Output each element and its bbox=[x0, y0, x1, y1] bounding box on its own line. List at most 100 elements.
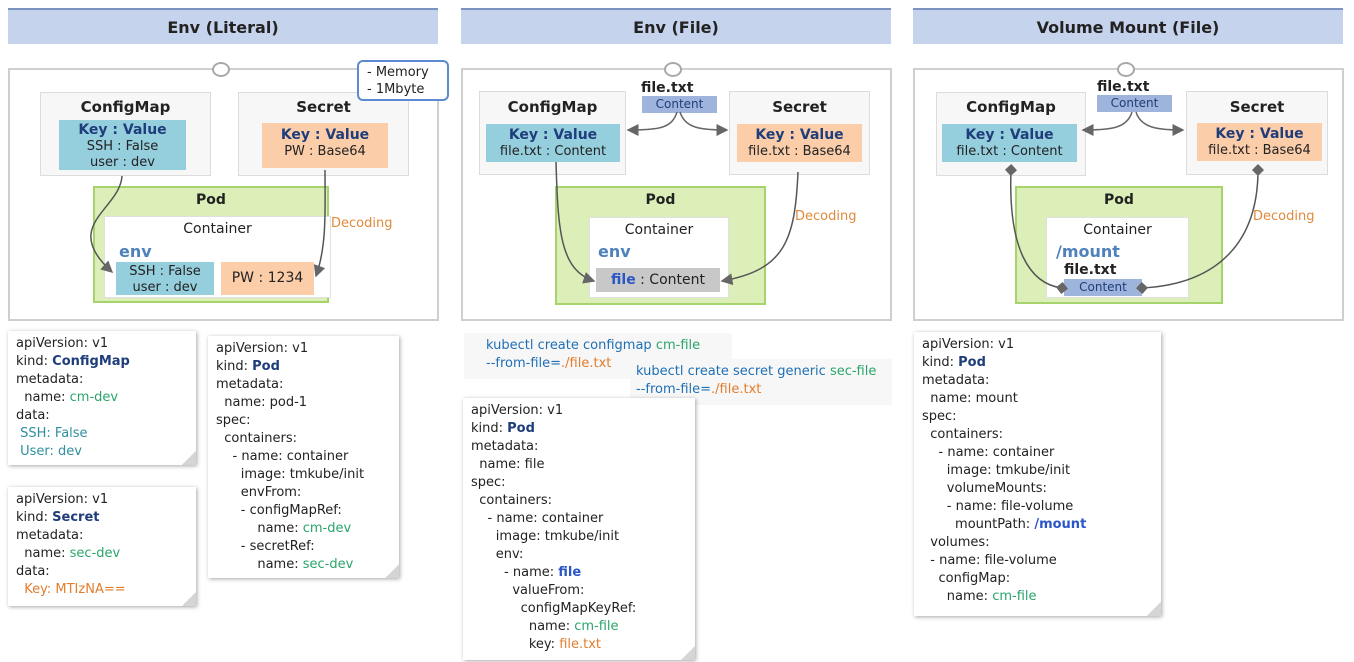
code-token: apiVersion: v1 bbox=[16, 336, 109, 351]
key-value-label: Key : Value bbox=[965, 127, 1054, 143]
configmap-to-env-arrow bbox=[555, 161, 596, 284]
env-label: env bbox=[119, 242, 152, 261]
code-line: name: cm-file bbox=[471, 618, 687, 636]
code-line: Key: MTIzNA== bbox=[16, 581, 188, 599]
code-token: kubectl create secret generic bbox=[636, 364, 830, 379]
code-token: Key: MTIzNA== bbox=[16, 582, 126, 597]
code-token: kind: bbox=[16, 354, 53, 369]
code-token: /mount bbox=[1034, 517, 1087, 532]
file-to-configmap-arrow bbox=[626, 111, 678, 136]
secret-size-callout: - Memory- 1Mbyte bbox=[357, 60, 449, 101]
decoding-label: Decoding bbox=[1253, 209, 1315, 224]
secret-to-mount-line bbox=[1136, 164, 1264, 294]
code-line: valueFrom: bbox=[471, 582, 687, 600]
code-line: image: tmkube/init bbox=[471, 528, 687, 546]
code-token: kubectl create configmap bbox=[486, 338, 656, 353]
secret-to-env-arrow bbox=[720, 171, 799, 286]
code-line: image: tmkube/init bbox=[216, 466, 391, 484]
pod-title: Pod bbox=[645, 192, 676, 208]
file-to-secret-arrow bbox=[679, 111, 729, 136]
container-title: Container bbox=[624, 222, 694, 238]
configmap-line: SSH : False bbox=[86, 139, 159, 154]
code-line: kubectl create secret generic sec-file bbox=[636, 363, 884, 381]
configmap-line: user : dev bbox=[90, 155, 155, 170]
secret-key-values: Key : Value PW : Base64 bbox=[262, 123, 388, 168]
code-token: metadata: bbox=[471, 439, 539, 454]
code-line: - name: file-volume bbox=[922, 552, 1153, 570]
code-line: --from-file=./file.txt bbox=[486, 355, 724, 373]
panel-ring-icon bbox=[1117, 62, 1135, 77]
secret-key-values: Key : Value file.txt : Base64 bbox=[1197, 123, 1322, 161]
code-token: - secretRef: bbox=[216, 539, 315, 554]
code-line: image: tmkube/init bbox=[922, 462, 1153, 480]
code-token: name: pod-1 bbox=[216, 395, 308, 410]
secret-title: Secret bbox=[1229, 98, 1285, 116]
code-token: name: bbox=[16, 390, 70, 405]
code-line: - name: file bbox=[471, 564, 687, 582]
code-token: apiVersion: v1 bbox=[471, 403, 564, 418]
code-line: kind: Secret bbox=[16, 509, 188, 527]
code-token: file bbox=[558, 565, 582, 580]
code-token: volumes: bbox=[922, 535, 990, 550]
code-token: spec: bbox=[922, 409, 957, 424]
code-token: --from-file= bbox=[636, 382, 712, 397]
env-file-key: file bbox=[611, 272, 636, 288]
code-line: key: file.txt bbox=[471, 636, 687, 654]
callout-line: - 1Mbyte bbox=[367, 82, 425, 97]
code-token: --from-file= bbox=[486, 356, 562, 371]
container-title: Container bbox=[1083, 222, 1152, 238]
file-to-configmap-arrow bbox=[1081, 111, 1133, 136]
code-line: - name: container bbox=[216, 448, 391, 466]
code-token: kind: bbox=[471, 421, 508, 436]
code-token: kind: bbox=[16, 510, 53, 525]
container-title: Container bbox=[183, 221, 252, 237]
code-line: configMapKeyRef: bbox=[471, 600, 687, 618]
code-line: containers: bbox=[216, 430, 391, 448]
env-file-value: file : Content bbox=[596, 268, 720, 292]
code-token: metadata: bbox=[16, 372, 84, 387]
configmap-title: ConfigMap bbox=[966, 98, 1056, 116]
code-token: kind: bbox=[216, 359, 253, 374]
code-token: key: bbox=[471, 637, 560, 652]
code-token: metadata: bbox=[16, 528, 84, 543]
code-token: ./file.txt bbox=[711, 382, 762, 397]
secret-command-note: kubectl create secret generic sec-file--… bbox=[630, 359, 892, 405]
code-token: metadata: bbox=[922, 373, 990, 388]
env-line: SSH : False bbox=[129, 264, 201, 279]
code-token: apiVersion: v1 bbox=[922, 337, 1015, 352]
pod-title: Pod bbox=[1104, 192, 1134, 208]
mount-path-label: /mount bbox=[1056, 242, 1120, 261]
code-token: User: dev bbox=[16, 444, 82, 459]
code-line: name: mount bbox=[922, 390, 1153, 408]
code-line: name: sec-dev bbox=[216, 556, 391, 574]
code-token: file.txt bbox=[559, 637, 602, 652]
code-line: --from-file=./file.txt bbox=[636, 381, 884, 399]
code-token: Pod bbox=[507, 421, 535, 436]
configmap-line: file.txt : Content bbox=[499, 144, 607, 159]
code-line: - name: container bbox=[922, 444, 1153, 462]
file-name-label: file.txt bbox=[641, 80, 694, 96]
mounted-file-name: file.txt bbox=[1064, 262, 1117, 278]
code-line: spec: bbox=[216, 412, 391, 430]
code-line: volumeMounts: bbox=[922, 480, 1153, 498]
code-token: name: bbox=[216, 557, 303, 572]
code-line: - configMapRef: bbox=[216, 502, 391, 520]
code-line: metadata: bbox=[922, 372, 1153, 390]
code-token: data: bbox=[16, 408, 50, 423]
configmap-title: ConfigMap bbox=[507, 98, 598, 116]
code-token: - configMapRef: bbox=[216, 503, 342, 518]
code-token: mountPath: bbox=[922, 517, 1035, 532]
code-line: kind: ConfigMap bbox=[16, 353, 188, 371]
decoding-label: Decoding bbox=[795, 209, 857, 224]
code-line: metadata: bbox=[216, 376, 391, 394]
code-token: metadata: bbox=[216, 377, 284, 392]
mounted-file-content: Content bbox=[1064, 279, 1142, 296]
code-token: configMapKeyRef: bbox=[471, 601, 637, 616]
configmap-to-env-arrow bbox=[90, 175, 123, 274]
code-token: - name: bbox=[471, 565, 559, 580]
code-token: image: tmkube/init bbox=[471, 529, 620, 544]
file-content-tag: Content bbox=[1097, 95, 1172, 112]
